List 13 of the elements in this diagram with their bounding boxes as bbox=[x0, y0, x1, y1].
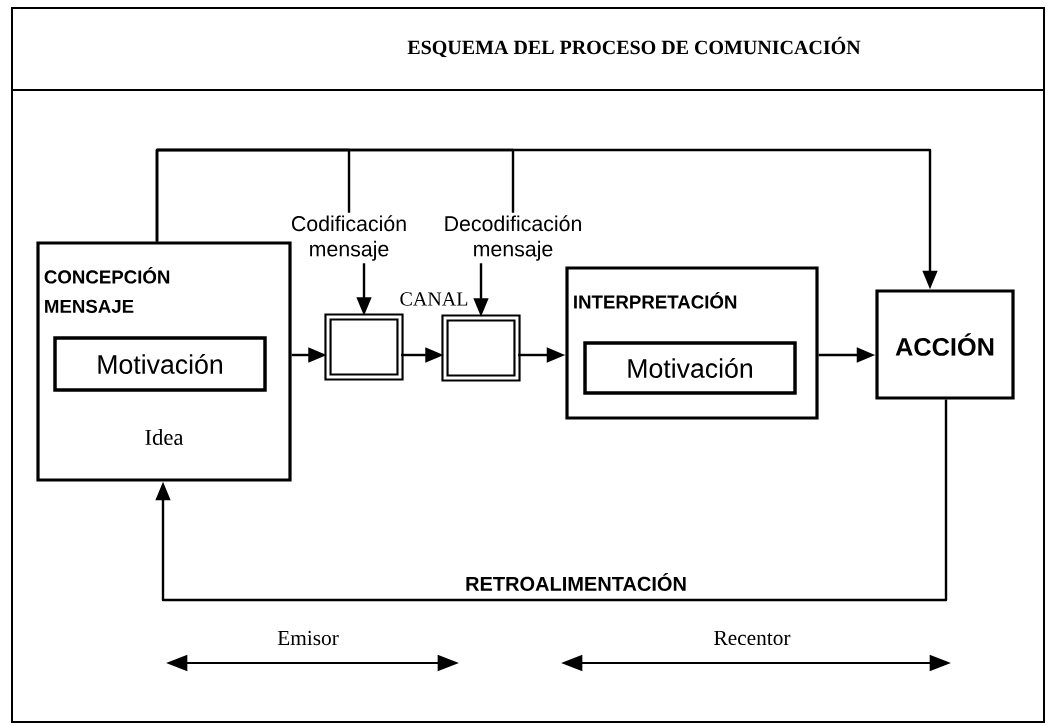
title: ESQUEMA DEL PROCESO DE COMUNICACIÓN bbox=[407, 36, 861, 58]
span-label: Emisor bbox=[277, 630, 339, 646]
step-label: Decodificación mensaje bbox=[445, 215, 581, 261]
edge-label: RETROALIMENTACIÓN bbox=[463, 571, 689, 593]
step-label: Codificación mensaje bbox=[292, 215, 406, 261]
motivation-box: Motivación bbox=[53, 336, 267, 392]
motivation-box: Motivación bbox=[583, 341, 797, 395]
channel-box bbox=[441, 314, 521, 382]
action-box: ACCIÓN bbox=[875, 289, 1015, 400]
channel-label: CANAL bbox=[400, 292, 468, 306]
arrow bbox=[155, 399, 948, 602]
channel-box bbox=[324, 313, 404, 381]
span-label: Recentor bbox=[714, 630, 791, 646]
